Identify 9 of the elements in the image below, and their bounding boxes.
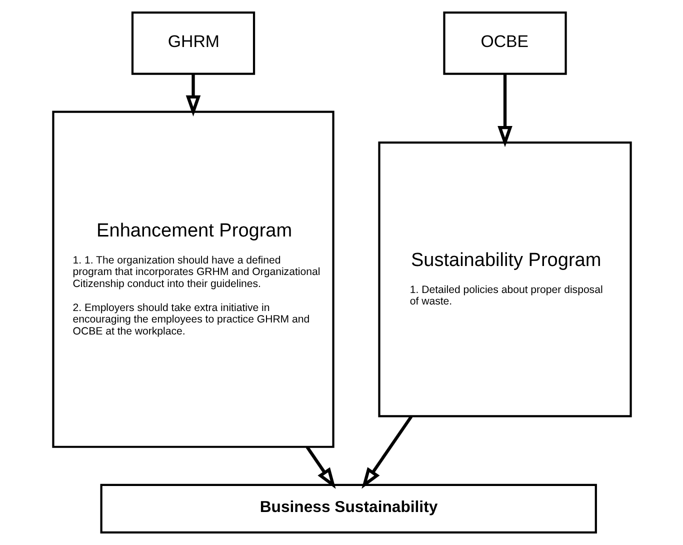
node-box: GHRM — [130, 11, 255, 75]
arrow — [305, 446, 336, 489]
node-box: Business Sustainability — [100, 484, 596, 534]
node-box: OCBE — [442, 11, 566, 75]
node-box: Enhancement Program 1. 1. The organization should have a defined program that incorporates GRHM and Organizational Citizenship conduct into their guidelines. 2. Employers should take extra initiative in encouraging the employees to practice GHRM and OCBE at the workplace. — [52, 110, 334, 448]
arrow — [361, 416, 412, 489]
arrow — [185, 74, 200, 116]
arrow — [497, 74, 512, 148]
node-box: Sustainability Program 1. Detailed policies about proper disposal of waste. — [378, 141, 632, 418]
